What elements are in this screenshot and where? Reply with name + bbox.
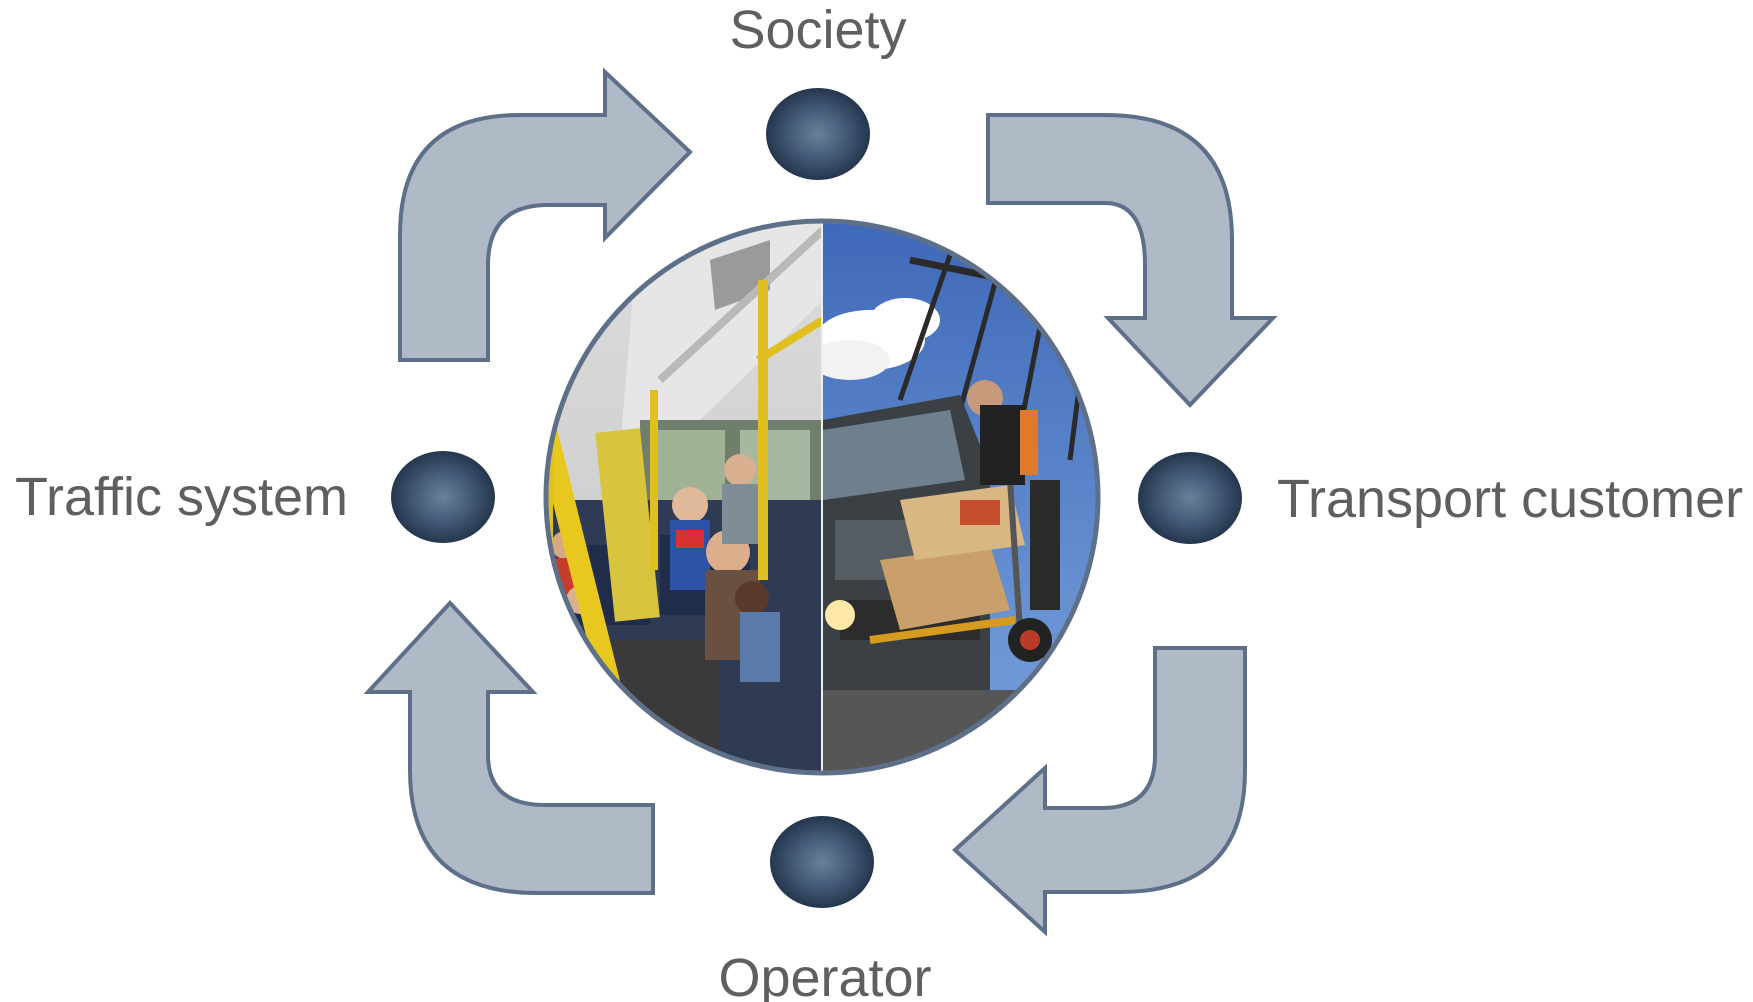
label-society: Society bbox=[729, 0, 906, 60]
arrow-traffic-to-society bbox=[398, 67, 693, 362]
delivery-truck-photo bbox=[823, 221, 1098, 773]
node-dot-transport-customer bbox=[1138, 452, 1242, 544]
label-transport-customer: Transport customer bbox=[1277, 469, 1743, 529]
label-operator: Operator bbox=[718, 948, 931, 1002]
arrow-customer-to-operator bbox=[952, 646, 1247, 937]
center-photo-ring bbox=[543, 218, 1101, 776]
arrow-operator-to-traffic bbox=[363, 600, 655, 895]
bus-interior-photo bbox=[546, 221, 823, 773]
label-traffic-system: Traffic system bbox=[15, 467, 348, 527]
arrow-society-to-customer bbox=[986, 113, 1278, 408]
node-dot-society bbox=[766, 88, 870, 180]
center-photo bbox=[546, 221, 1098, 773]
node-dot-traffic-system bbox=[391, 451, 495, 543]
node-dot-operator bbox=[770, 816, 874, 908]
